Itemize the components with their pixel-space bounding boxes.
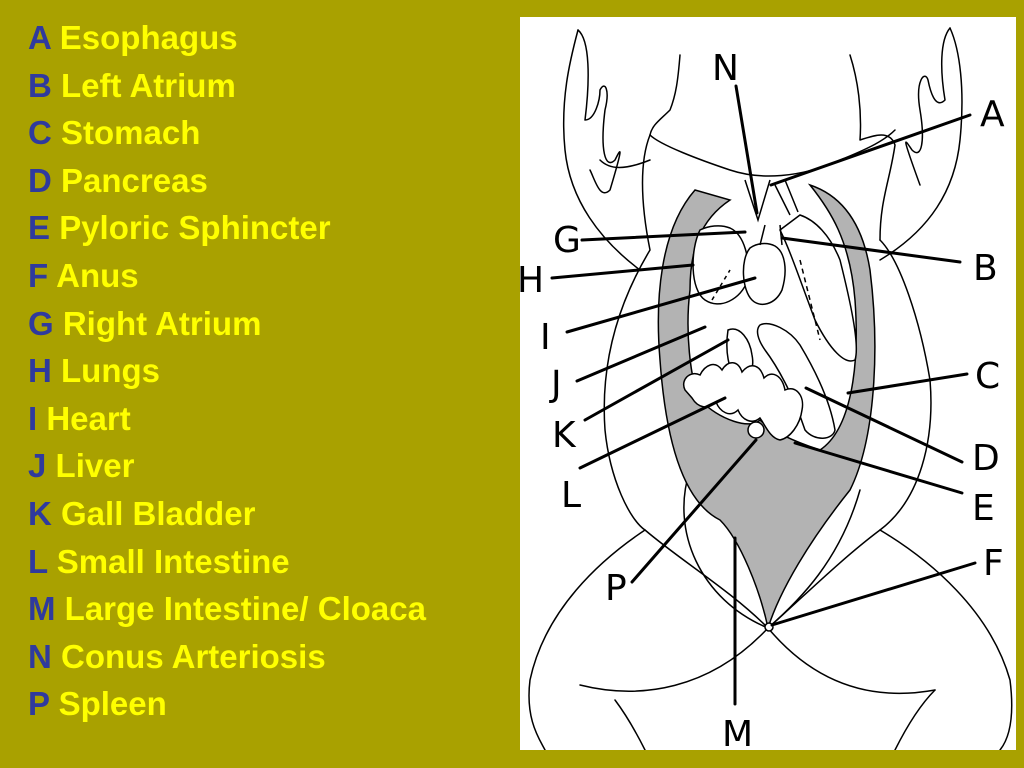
organ-legend: A Esophagus B Left Atrium C Stomach D Pa… (28, 16, 426, 730)
legend-item-b: B Left Atrium (28, 64, 426, 112)
label-p: P (605, 568, 627, 609)
legend-label: Heart (46, 399, 131, 437)
label-a: A (980, 94, 1005, 135)
frog-outline (528, 27, 1013, 750)
frog-anatomy-diagram: N A G H B I J K L C D E P F M (520, 27, 1013, 750)
legend-label: Pancreas (61, 161, 208, 199)
legend-item-m: M Large Intestine/ Cloaca (28, 587, 426, 635)
leader-i (565, 276, 757, 334)
legend-label: Anus (56, 256, 139, 294)
legend-key: N (28, 637, 52, 675)
legend-key: D (28, 161, 52, 199)
legend-key: C (28, 114, 52, 152)
leader-k (583, 338, 730, 422)
legend-key: B (28, 66, 52, 104)
legend-label: Stomach (61, 114, 201, 152)
lung-right (779, 214, 858, 362)
legend-item-f: F Anus (28, 254, 426, 302)
stomach (756, 323, 836, 439)
leader-f (770, 561, 977, 627)
legend-item-p: P Spleen (28, 682, 426, 730)
leader-c (846, 372, 969, 395)
heart (742, 242, 786, 306)
leader-e (793, 441, 964, 495)
legend-key: A (28, 19, 51, 56)
legend-label: Esophagus (59, 19, 238, 56)
legend-key: M (28, 590, 56, 628)
label-b: B (973, 248, 998, 289)
small-intestine (683, 362, 804, 441)
leader-a (769, 113, 972, 187)
legend-label: Spleen (58, 685, 167, 723)
legend-item-a: A Esophagus (28, 16, 426, 64)
label-n: N (712, 48, 739, 89)
legend-key: K (28, 494, 52, 532)
legend-item-e: E Pyloric Sphincter (28, 206, 426, 254)
legend-key: G (28, 304, 54, 342)
leader-b (780, 236, 962, 264)
legend-label: Pyloric Sphincter (59, 209, 331, 247)
leader-p (630, 438, 758, 584)
legend-item-n: N Conus Arteriosis (28, 635, 426, 683)
legend-item-i: I Heart (28, 397, 426, 445)
legend-key: H (28, 352, 52, 390)
legend-item-c: C Stomach (28, 111, 426, 159)
legend-label: Conus Arteriosis (61, 637, 326, 675)
legend-item-h: H Lungs (28, 349, 426, 397)
spleen (747, 421, 765, 439)
leader-lines (550, 84, 977, 706)
label-c: C (975, 356, 1000, 397)
legend-label: Right Atrium (62, 304, 262, 342)
leader-j (575, 325, 707, 383)
leader-l (578, 396, 727, 470)
legend-key: J (28, 447, 47, 485)
legend-label: Small Intestine (56, 542, 290, 580)
label-d: D (972, 438, 1000, 479)
legend-item-l: L Small Intestine (28, 540, 426, 588)
legend-item-j: J Liver (28, 444, 426, 492)
legend-label: Gall Bladder (61, 494, 256, 532)
label-h: H (520, 260, 544, 301)
legend-item-d: D Pancreas (28, 159, 426, 207)
label-k: K (552, 415, 577, 456)
legend-label: Large Intestine/ Cloaca (64, 590, 426, 628)
label-g: G (553, 220, 581, 261)
leader-g (580, 230, 747, 242)
legend-key: P (28, 685, 50, 723)
label-l: L (561, 475, 581, 516)
label-e: E (972, 488, 995, 529)
legend-label: Lungs (61, 352, 160, 390)
label-m: M (722, 714, 753, 750)
legend-key: F (28, 256, 49, 294)
diagram-labels: N A G H B I J K L C D E P F M (520, 48, 1005, 750)
legend-key: I (28, 399, 38, 437)
legend-label: Left Atrium (61, 66, 236, 104)
frog-diagram-panel: N A G H B I J K L C D E P F M (520, 17, 1016, 750)
leader-h (550, 263, 695, 280)
label-i: I (540, 317, 551, 358)
leader-n (734, 84, 759, 215)
legend-label: Liver (55, 447, 135, 485)
label-j: J (549, 364, 562, 405)
legend-item-k: K Gall Bladder (28, 492, 426, 540)
leader-d (804, 386, 964, 464)
legend-item-g: G Right Atrium (28, 302, 426, 350)
legend-key: L (28, 542, 48, 580)
label-f: F (983, 543, 1004, 584)
vessels (711, 179, 821, 341)
legend-key: E (28, 209, 51, 247)
